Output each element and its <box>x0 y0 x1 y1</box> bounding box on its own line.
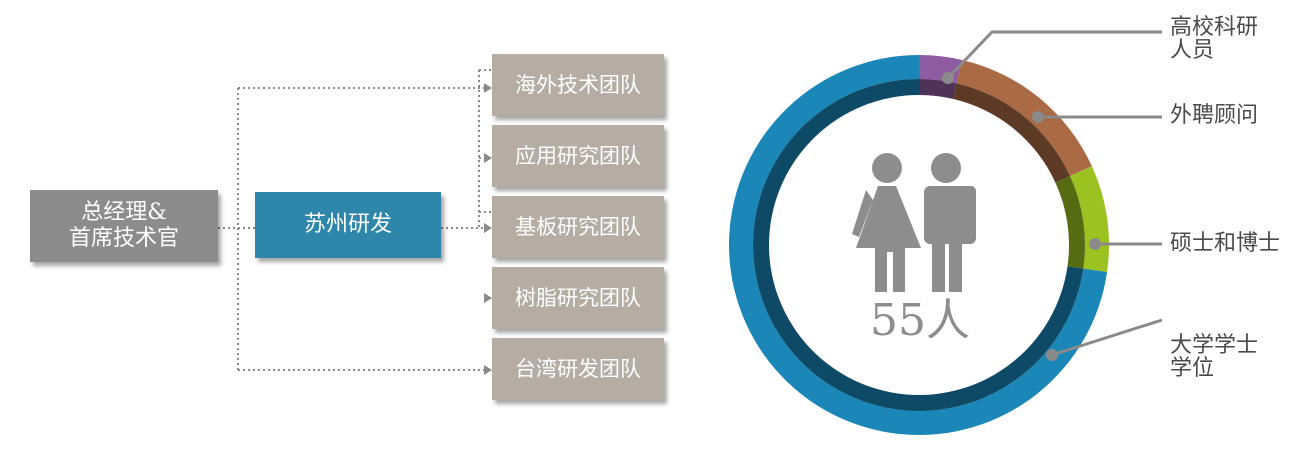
total-staff-count: 55人 <box>870 295 970 346</box>
legend-bachelor-line1: 大学学士 <box>1170 333 1259 358</box>
callout-dot <box>942 72 954 84</box>
ceo-title-line2: 首席技术官 <box>68 226 179 251</box>
ceo-box: 总经理& 首席技术官 <box>30 190 218 262</box>
donut-segment-inner <box>919 79 957 99</box>
team-taiwan-rd: 台湾研发团队 <box>492 338 664 400</box>
donut-callouts <box>946 30 1163 357</box>
ceo-title-line1: 总经理& <box>81 200 167 226</box>
team-label: 海外技术团队 <box>515 72 641 97</box>
team-label: 树脂研究团队 <box>515 285 641 310</box>
legend-faculty-line1: 高校科研 <box>1170 15 1259 40</box>
callout-dot <box>1046 349 1058 361</box>
team-applied-research: 应用研究团队 <box>492 125 664 187</box>
team-label: 基板研究团队 <box>515 214 641 239</box>
legend-bachelor: 大学学士 学位 <box>1170 334 1258 380</box>
legend-masters-phd: 硕士和博士 <box>1170 232 1280 255</box>
team-label: 应用研究团队 <box>515 143 641 168</box>
team-resin-research: 树脂研究团队 <box>492 267 664 329</box>
suzhou-rd-label: 苏州研发 <box>303 212 392 238</box>
legend-bachelor-line2: 学位 <box>1170 356 1215 382</box>
donut-segment-inner <box>1055 176 1085 269</box>
suzhou-rd-box: 苏州研发 <box>255 192 441 258</box>
callout-dot <box>1089 238 1101 250</box>
callout-dot <box>1032 111 1044 123</box>
legend-faculty: 高校科研 人员 <box>1170 16 1258 62</box>
legend-masters-phd-text: 硕士和博士 <box>1170 231 1281 256</box>
legend-faculty-line2: 人员 <box>1170 38 1215 64</box>
donut-segment-inner <box>952 83 1070 183</box>
team-substrate-research: 基板研究团队 <box>492 196 664 258</box>
donut-segment-outer <box>956 59 1092 177</box>
team-label: 台湾研发团队 <box>515 356 641 381</box>
legend-consultant-text: 外聘顾问 <box>1170 103 1259 128</box>
team-overseas-tech: 海外技术团队 <box>492 54 664 116</box>
couple-people-icon <box>852 153 976 292</box>
legend-consultant: 外聘顾问 <box>1170 104 1258 127</box>
